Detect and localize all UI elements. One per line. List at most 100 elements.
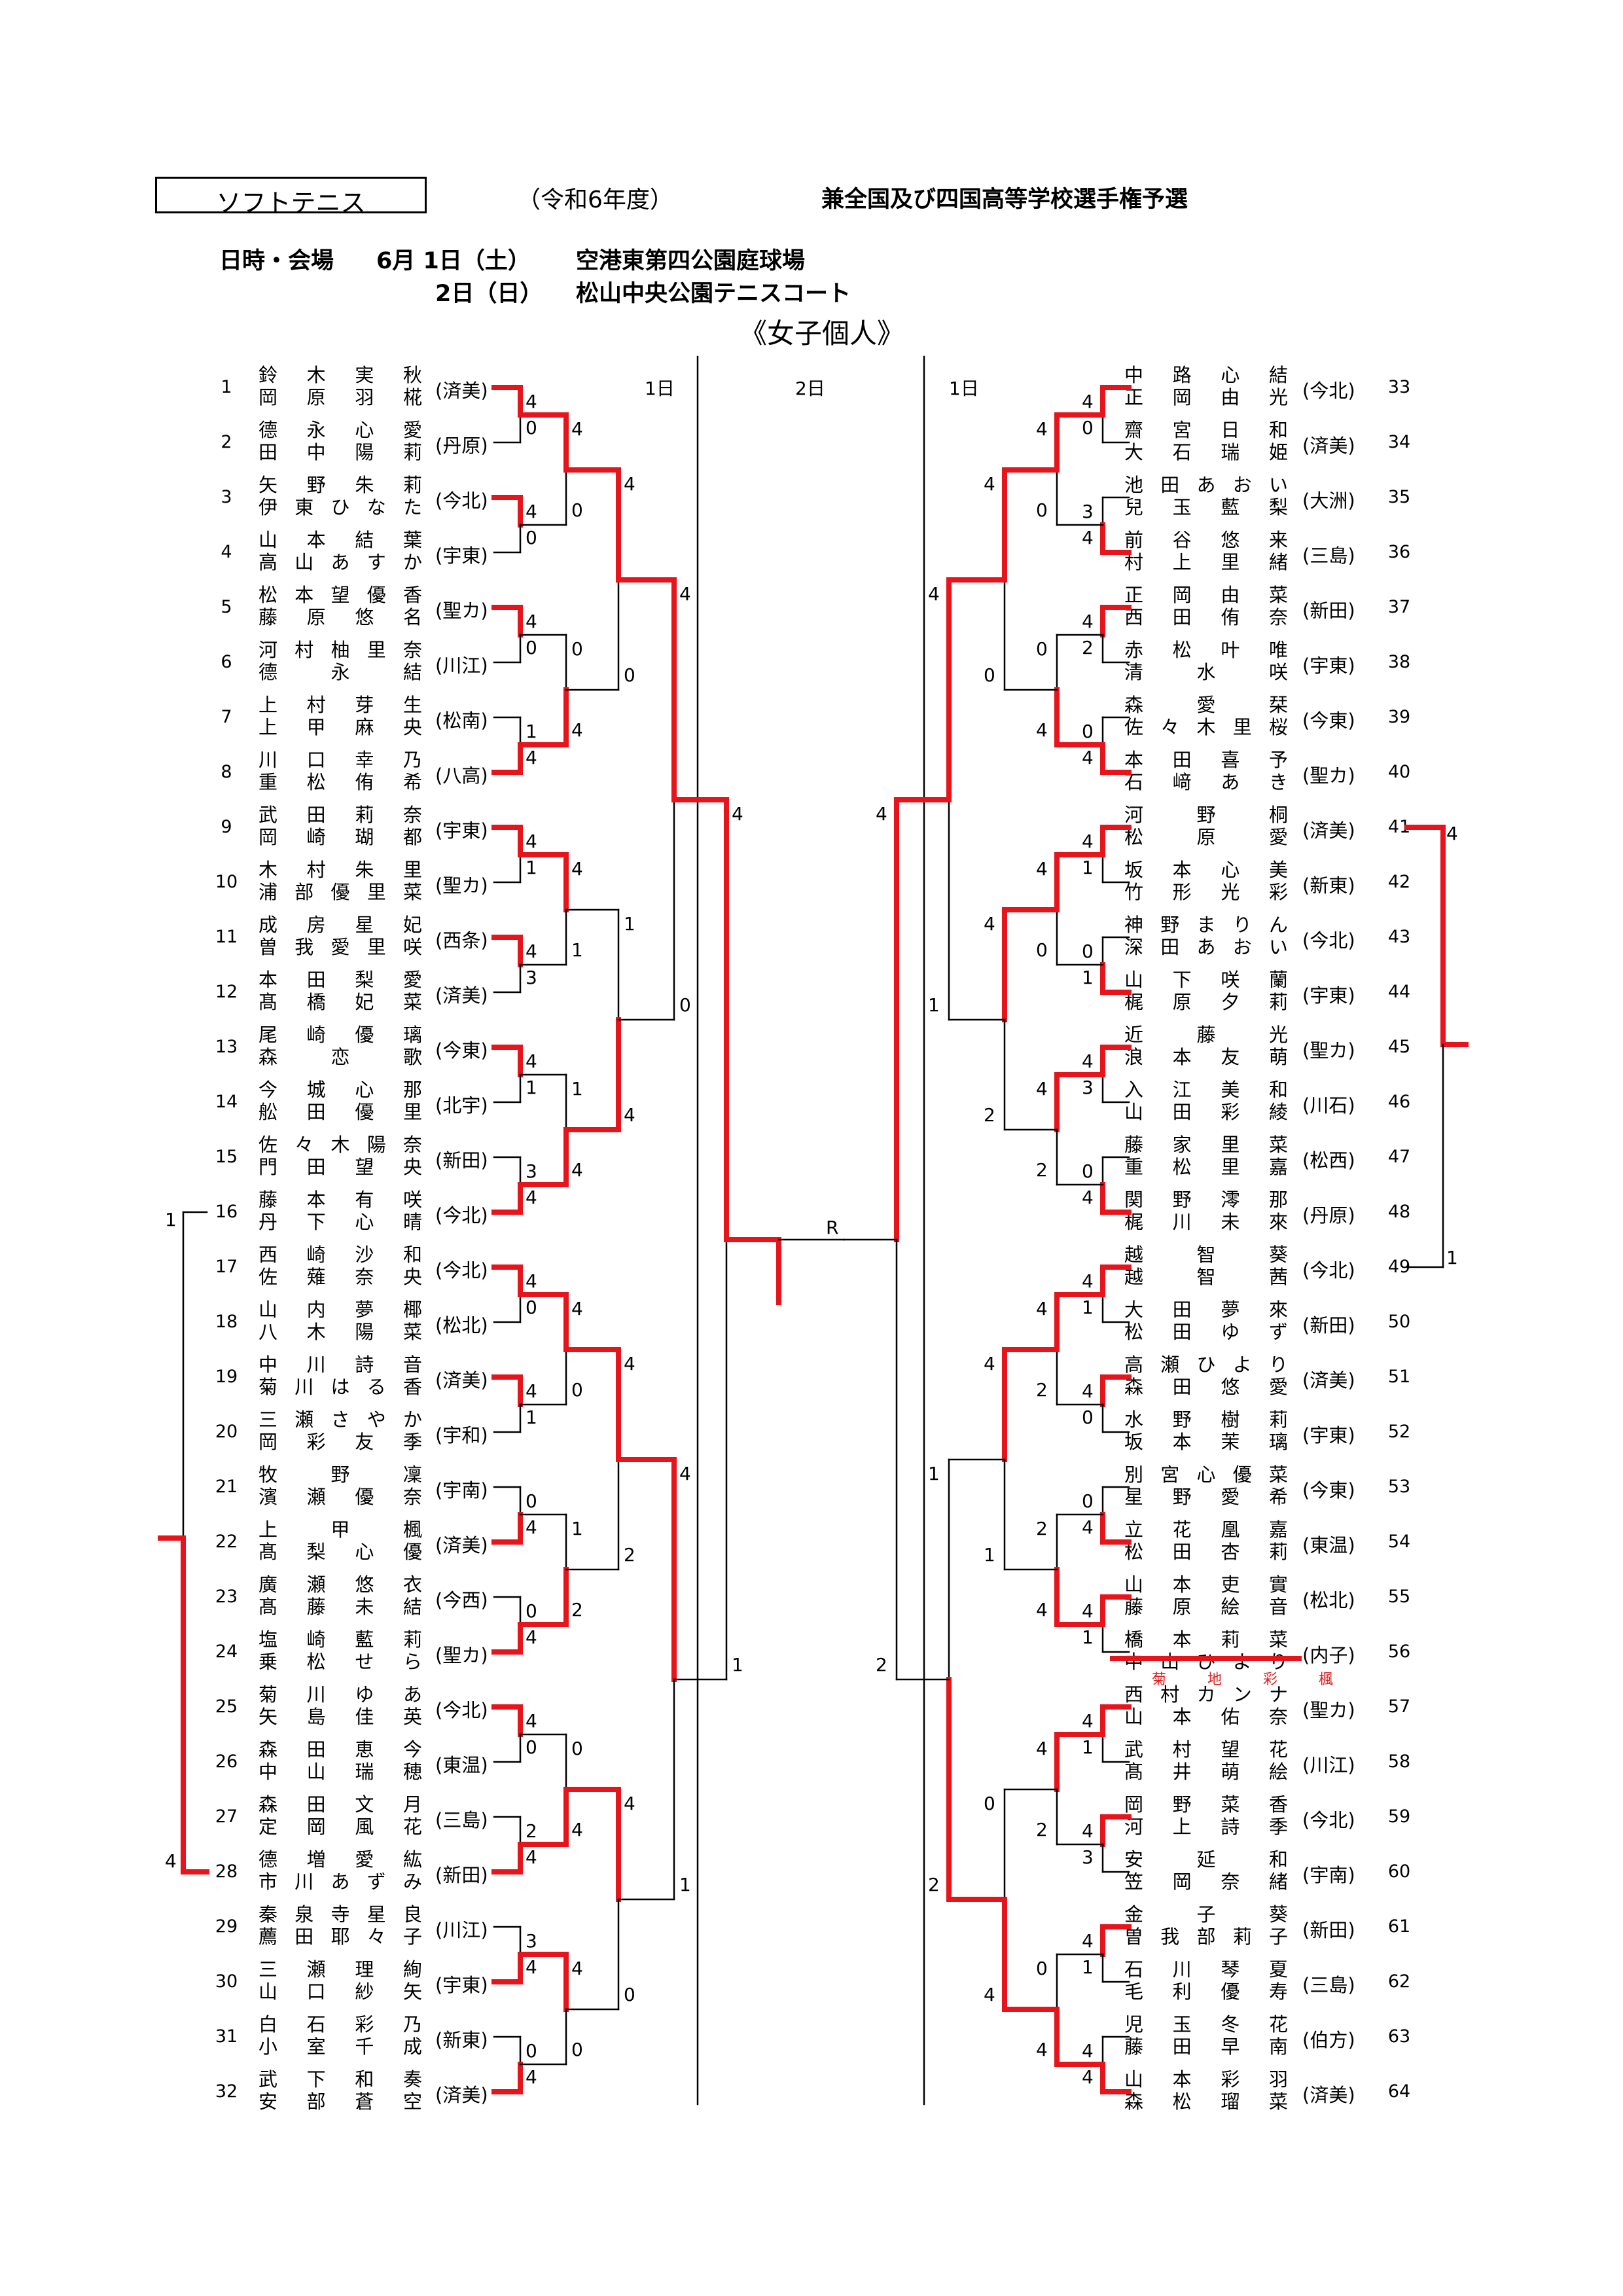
match-score: 4 [984,473,995,495]
match-score: 4 [1082,831,1094,852]
match-score: 0 [1082,1490,1094,1512]
entry-number: 47 [1387,1147,1411,1167]
match-score: 1 [1082,1736,1094,1758]
player-name: 笠 岡 奈 緒 [1124,1871,1288,1893]
player-name: 薦 田 耶 々 子 [259,1926,422,1948]
match-score: 0 [571,638,583,660]
school-name: (松南) [435,709,488,732]
entry-number: 9 [221,817,232,837]
entry-number: 31 [215,2026,238,2047]
player-name: 森 田 文 月 [259,1793,422,1816]
player-name: 赤 松 叶 唯 [1124,639,1288,661]
school-name: (宇東) [435,1974,488,1996]
school-name: (済美) [435,1369,488,1391]
day1-venue: 空港東第四公園庭球場 [576,248,806,274]
entry-number: 50 [1387,1312,1411,1332]
match-score: 2 [571,1599,583,1621]
school-name: (今北) [1302,1809,1355,1831]
match-score: 4 [526,1050,537,1072]
match-score: 4 [1082,391,1094,412]
match-score: 4 [526,2066,537,2088]
player-name: 森 愛 栞 [1124,694,1288,716]
school-name: (北宇) [435,1094,488,1117]
match-score: 2 [624,1544,635,1566]
entry-number: 18 [215,1312,238,1332]
school-name: (済美) [1302,819,1355,842]
entry-number: 5 [221,597,232,617]
player-name: 牧 野 凜 [259,1463,422,1486]
player-name: 武 下 和 奏 [259,2068,422,2090]
school-name: (済美) [435,1534,488,1556]
player-name: 秦 泉 寺 星 良 [259,1903,422,1926]
player-name: 上 村 芽 生 [259,694,422,716]
school-name: (松西) [1302,1149,1355,1172]
school-name: (新田) [435,1864,488,1886]
entry-number: 6 [221,652,232,672]
match-score: 4 [1082,611,1094,632]
player-name: 山 本 結 葉 [259,529,422,551]
player-name: 入 江 美 和 [1124,1079,1288,1101]
match-score: 0 [1082,1160,1094,1182]
match-score: 4 [1036,2039,1048,2060]
player-name: 松 本 望 優 香 [259,584,422,606]
match-score: 3 [526,1160,537,1182]
school-name: (伯方) [1302,2029,1355,2051]
player-name: 髙 橋 妃 菜 [259,991,422,1013]
player-name: 藤 原 悠 名 [259,606,422,628]
match-score: 1 [571,1078,583,1100]
match-score: 0 [571,1738,583,1759]
entry-number: 20 [215,1422,238,1442]
player-name: 髙 梨 心 優 [259,1541,422,1563]
player-name: 矢 野 朱 莉 [259,474,422,496]
match-score: 3 [526,967,537,988]
school-name: (川石) [1302,1094,1355,1117]
match-score: 0 [1082,1407,1094,1428]
school-name: (今北) [435,1259,488,1282]
entry-number: 64 [1387,2081,1411,2102]
player-name: 三 瀬 理 絢 [259,1958,422,1981]
entry-number: 17 [215,1257,238,1277]
player-name: 近 藤 光 [1124,1024,1288,1046]
school-name: (丹原) [1302,1204,1355,1227]
player-name: 廣 瀬 悠 衣 [259,1573,422,1596]
school-name: (内子) [1302,1644,1355,1666]
match-score: 1 [624,913,635,935]
player-name: 立 花 凰 嘉 [1124,1518,1288,1541]
player-name: 岡 彩 友 季 [259,1431,422,1453]
match-score: 4 [571,1298,583,1319]
match-score: 4 [1082,1930,1094,1952]
player-name: 曽 我 愛 里 咲 [259,936,422,958]
match-score: 0 [1082,417,1094,439]
player-name: 上 甲 楓 [259,1518,422,1541]
datetime-label: 日時・会場 [219,248,334,274]
entry-number: 35 [1387,487,1411,507]
player-name: 山 内 夢 椰 [259,1299,422,1321]
player-name: 乗 松 せ ら [259,1651,422,1673]
player-name: 大 田 夢 來 [1124,1299,1288,1321]
school-name: (宇東) [1302,655,1355,677]
school-name: (今北) [1302,929,1355,952]
entry-number: 59 [1387,1806,1411,1827]
player-name: 藤 原 絵 音 [1124,1596,1288,1618]
match-score: 4 [571,1159,583,1181]
match-score: 1 [1446,1247,1458,1268]
match-score: 4 [1036,1078,1048,1100]
match-score: 4 [526,1710,537,1732]
match-score: 4 [1082,1820,1094,1842]
match-score: 0 [526,1600,537,1622]
school-name: (川江) [435,1919,488,1941]
player-name: 岡 原 羽 椛 [259,386,422,408]
match-score: 4 [526,391,537,412]
entry-number: 8 [221,762,232,782]
player-name: 村 上 里 緒 [1124,551,1288,573]
match-score: 2 [928,1874,940,1895]
match-score: 1 [571,939,583,961]
player-name: 塩 崎 藍 莉 [259,1628,422,1651]
match-score: 0 [571,499,583,521]
school-name: (宇東) [1302,1424,1355,1446]
player-name: 児 玉 冬 花 [1124,2013,1288,2036]
school-name: (新田) [435,1149,488,1172]
school-name: (宇東) [435,819,488,842]
match-score: 4 [1082,2066,1094,2088]
match-score: 4 [732,803,743,825]
